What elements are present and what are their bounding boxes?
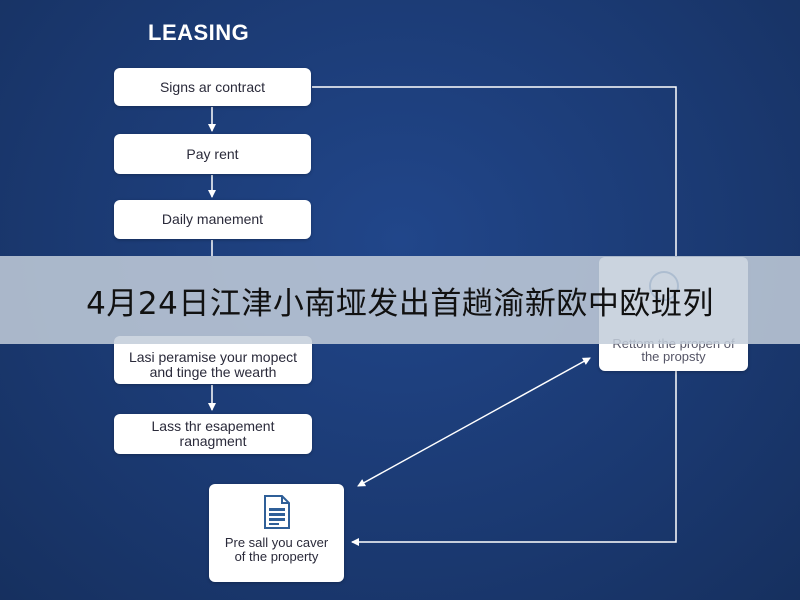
loop-line-bottom [351,371,677,546]
step-box-4: Lasi peramise your mopect and tinge the … [114,336,312,384]
step-label: Daily manement [161,211,264,227]
document-label: Pre sall you caver of the property [224,535,329,564]
step-box-2: Pay rent [114,134,311,174]
double-arrow-diagonal [357,357,591,487]
caption-banner: 4月24日江津小南垭发出首趟渝新欧中欧班列 [0,256,800,344]
caption-text: 4月24日江津小南垭发出首趟渝新欧中欧班列 [86,285,714,322]
step-label: Lasi peramise your mopect and tinge the … [128,349,298,380]
step-label: Lass thr esapement ranagment [151,418,275,449]
document-icon [263,495,290,529]
step-label: Pay rent [186,145,239,162]
step-box-1: Signs ar contract [114,68,311,106]
step-label: Signs ar contract [159,78,266,95]
diagram-title: LEASING [148,20,250,45]
loop-line-top [312,86,677,256]
document-box: Pre sall you caver of the property [209,484,344,582]
step-box-5: Lass thr esapement ranagment [114,414,312,454]
step-box-3: Daily manement [114,200,311,239]
